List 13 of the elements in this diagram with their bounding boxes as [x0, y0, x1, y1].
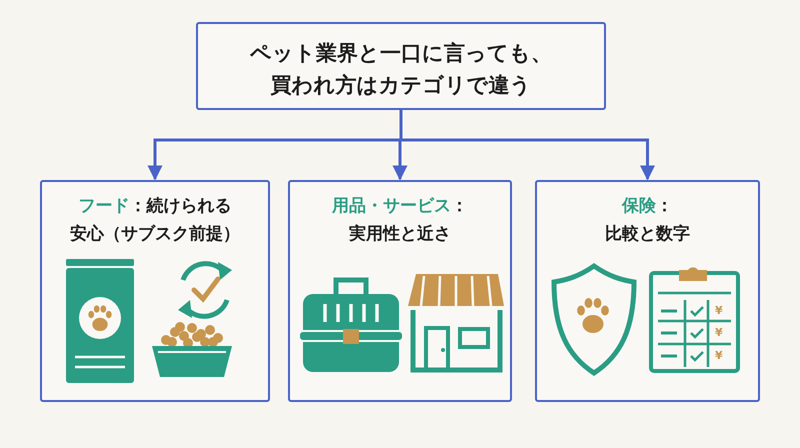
category-heading: フード：続けられる: [78, 195, 232, 218]
category-subheading: 安心（サブスク前提）: [69, 223, 241, 246]
title-box: [196, 22, 606, 110]
category-box: [535, 180, 760, 402]
category-subheading: 比較と数字: [604, 223, 691, 246]
category-subheading: 実用性と近さ: [348, 223, 452, 246]
connector-arrow: [400, 110, 655, 180]
title-text: ペット業界と一口に言っても、買われ方はカテゴリで違う: [249, 40, 553, 98]
yen-sign: ¥: [715, 350, 723, 361]
yen-sign: ¥: [715, 327, 723, 338]
category-heading: 保険：: [620, 195, 674, 218]
category-heading: 用品・サービス：: [330, 195, 469, 218]
yen-sign: ¥: [715, 305, 723, 316]
